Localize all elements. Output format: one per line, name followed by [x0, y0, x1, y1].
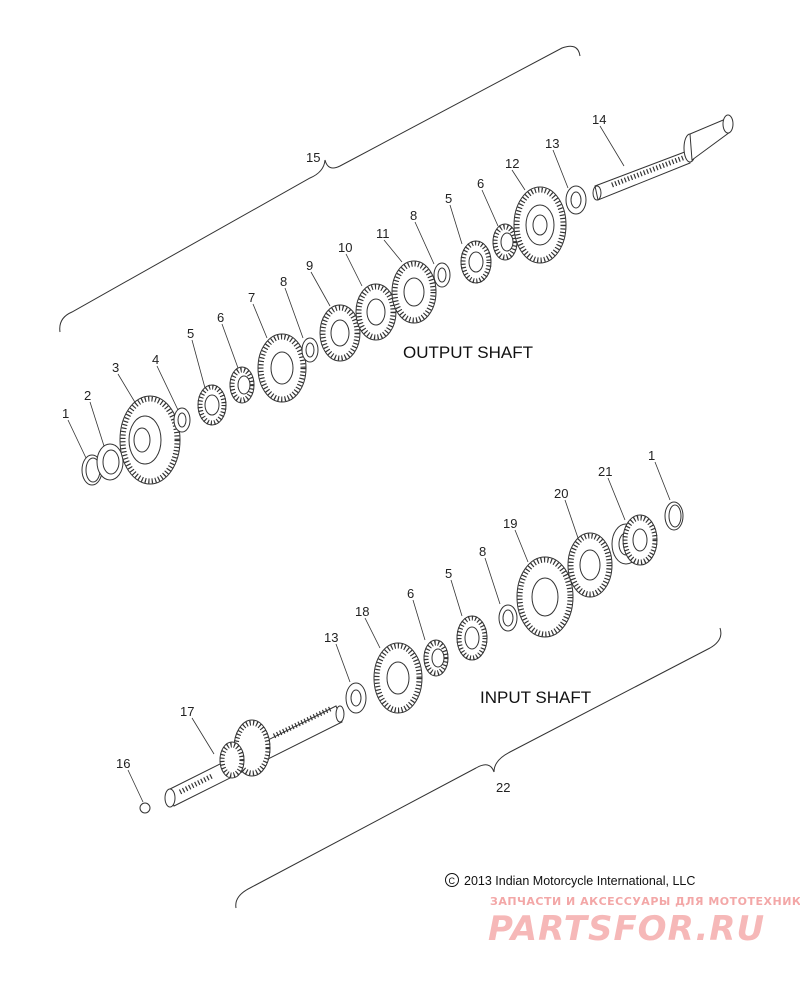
- bushing-part-8: [301, 337, 319, 363]
- callout-14: 14: [592, 112, 606, 127]
- callout-3: 3: [112, 360, 119, 375]
- watermark-logo: PARTSFOR.RU: [488, 909, 765, 949]
- callout-8-input: 8: [479, 544, 486, 559]
- callout-4: 4: [152, 352, 159, 367]
- plug-part-16: [139, 802, 151, 814]
- callout-7: 7: [248, 290, 255, 305]
- input-leader-lines: [127, 461, 671, 803]
- needle-bearing-part-b: [492, 223, 518, 261]
- callout-6-input: 6: [407, 586, 414, 601]
- bushing-part-8-input: [498, 604, 518, 632]
- callout-11: 11: [376, 226, 390, 241]
- watermark: ЗАПЧАСТИ И АКСЕССУАРЫ ДЛЯ МОТОТЕХНИКИ PA…: [488, 895, 800, 949]
- svg-text:C: C: [449, 876, 456, 886]
- snap-ring-part-input: [664, 501, 684, 531]
- output-callout-numbers: 1 2 3 4 5 6 7 8 9 10 11 8 5 6 12 13 14 1…: [62, 112, 606, 421]
- shift-collar-part-input: [456, 615, 488, 661]
- copyright-icon: C: [445, 873, 459, 887]
- output-shaft-bracket: [59, 45, 581, 333]
- needle-bearing-part-input: [423, 639, 449, 677]
- bearing-part-13: [565, 185, 587, 215]
- callout-1-input: 1: [648, 448, 655, 463]
- callout-21: 21: [598, 464, 612, 479]
- callout-10: 10: [338, 240, 352, 255]
- callout-20: 20: [554, 486, 568, 501]
- callout-8: 8: [280, 274, 287, 289]
- gear-part-21: [611, 514, 658, 566]
- output-shaft-part: [592, 114, 734, 201]
- callout-1: 1: [62, 406, 69, 421]
- callout-6: 6: [217, 310, 224, 325]
- callout-5-input: 5: [445, 566, 452, 581]
- input-shaft-label: INPUT SHAFT: [480, 688, 591, 707]
- callout-17: 17: [180, 704, 194, 719]
- callout-13-input: 13: [324, 630, 338, 645]
- bushing-part-4: [173, 407, 191, 433]
- watermark-tagline: ЗАПЧАСТИ И АКСЕССУАРЫ ДЛЯ МОТОТЕХНИКИ: [490, 895, 800, 908]
- thrust-washer-part: [96, 443, 124, 481]
- gear-part-7: [257, 333, 307, 403]
- bushing-part-8b: [433, 262, 451, 288]
- gear-part-10: [355, 283, 397, 341]
- callout-22: 22: [496, 780, 510, 795]
- callout-8b: 8: [410, 208, 417, 223]
- shift-collar-part: [197, 384, 227, 426]
- callout-9: 9: [306, 258, 313, 273]
- callout-5b: 5: [445, 191, 452, 206]
- callout-18: 18: [355, 604, 369, 619]
- bearing-part-13-input: [345, 682, 367, 714]
- input-callout-numbers: 1 21 20 19 8 5 6 18 13 17 16 22: [116, 448, 655, 795]
- output-leader-lines: [67, 125, 625, 459]
- callout-15: 15: [306, 150, 320, 165]
- callout-16: 16: [116, 756, 130, 771]
- copyright-text: 2013 Indian Motorcycle International, LL…: [464, 874, 695, 888]
- input-shaft-part: [164, 705, 345, 808]
- shift-collar-part-b: [460, 240, 492, 284]
- gear-part-19: [516, 556, 574, 638]
- gear-part-12: [513, 186, 567, 264]
- callout-6b: 6: [477, 176, 484, 191]
- gear-part-11: [391, 260, 437, 324]
- callout-5: 5: [187, 326, 194, 341]
- callout-13: 13: [545, 136, 559, 151]
- callout-19: 19: [503, 516, 517, 531]
- gear-part-3: [119, 395, 181, 485]
- output-shaft-label: OUTPUT SHAFT: [403, 343, 533, 362]
- callout-12: 12: [505, 156, 519, 171]
- callout-2: 2: [84, 388, 91, 403]
- needle-bearing-part: [229, 366, 255, 404]
- gear-part-18: [373, 642, 423, 714]
- gear-part-9: [319, 304, 361, 362]
- input-shaft-bracket: [235, 627, 722, 909]
- input-shaft-group: 1 21 20 19 8 5 6 18 13 17 16 22 INPUT SH…: [116, 448, 722, 909]
- gear-part-20: [567, 532, 613, 598]
- copyright-block: C 2013 Indian Motorcycle International, …: [445, 873, 695, 888]
- output-shaft-group: 1 2 3 4 5 6 7 8 9 10 11 8 5 6 12 13 14 1…: [59, 45, 734, 486]
